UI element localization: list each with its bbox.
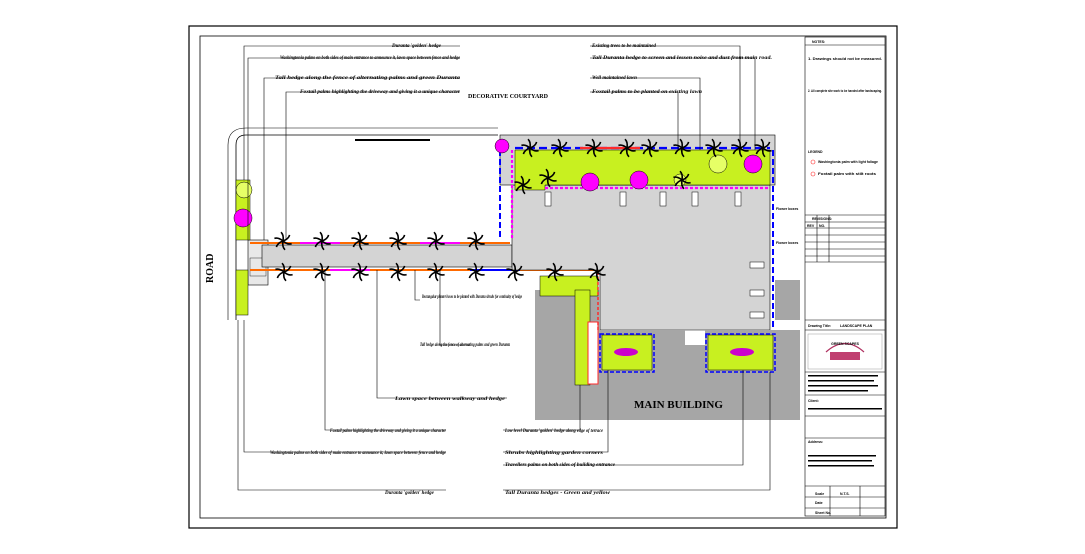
note-flower-boxes-1: Flower boxes xyxy=(776,207,798,211)
palm-icon xyxy=(506,262,524,282)
title-block-detail-lines xyxy=(808,375,882,467)
note-tall-hedge-mid: Tall hedge along the fence of alternatin… xyxy=(420,343,510,348)
note-planter-boxes: Rectangular planter boxes to be planted … xyxy=(422,295,522,300)
note-tall-duranta-bottom: Tall Duranta hedges - Green and yellow xyxy=(505,491,611,496)
note-duranta-golden-bottom: Duranta 'golden' hedge xyxy=(384,491,435,496)
entrance-bed-left-hedge xyxy=(599,333,655,373)
drawing-title-value: LANDSCAPE PLAN xyxy=(840,324,873,328)
palm-icon xyxy=(641,138,659,158)
main-building xyxy=(535,290,800,420)
parking-bays xyxy=(544,191,765,319)
palm-icon xyxy=(514,175,532,195)
palm-icon xyxy=(351,231,369,251)
palm-icon xyxy=(539,168,557,188)
scale-label: Scale xyxy=(815,492,824,496)
notes-header: NOTES: xyxy=(812,40,825,44)
palm-icon xyxy=(274,231,292,251)
note-shrubs-corners: Shrubs highlighting garden corners xyxy=(505,451,603,456)
note-washingtonia-bottom: Washingtonia palms on both sides of main… xyxy=(270,451,447,456)
rev-col-1: REV xyxy=(807,224,815,228)
legend-header: LEGEND xyxy=(808,150,823,154)
address-label: Address: xyxy=(808,440,823,444)
scale-value: N.T.S. xyxy=(840,492,850,496)
legend-2: Foxtail palm with stilt roots xyxy=(818,172,876,176)
palm-icon xyxy=(427,231,445,251)
upper-lawn xyxy=(514,149,771,191)
note-travellers-palms: Travellers palms on both sides of buildi… xyxy=(505,463,616,468)
note-lawn: Well maintained lawn xyxy=(592,76,637,81)
palm-icon xyxy=(313,231,331,251)
road-label: ROAD xyxy=(205,254,216,283)
palm-icon xyxy=(313,262,331,282)
palm-icon xyxy=(389,262,407,282)
palm-icon xyxy=(673,138,691,158)
note-flower-boxes-2: Flower boxes xyxy=(776,241,798,245)
road-boundary-outer xyxy=(227,127,498,320)
legend-washingtonia-symbol xyxy=(810,159,816,165)
left-lawn-lower xyxy=(235,269,249,316)
palm-trees xyxy=(274,138,772,282)
palm-icon xyxy=(551,138,569,158)
palm-icon xyxy=(467,231,485,251)
flowering-trees xyxy=(233,138,763,228)
palm-icon xyxy=(351,262,369,282)
note-duranta-golden-top: Duranta 'golden' hedge xyxy=(391,44,442,49)
planter-box-3 xyxy=(587,321,599,385)
flower-bed-left xyxy=(614,348,638,356)
section-label: DECORATIVE COURTYARD xyxy=(468,94,549,100)
note-foxtail-bottom: Foxtail palms highlighting the driveway … xyxy=(330,429,446,434)
note-existing-trees: Existing trees to be maintained xyxy=(591,44,656,49)
legend-1: Washingtonia palm with light foliage xyxy=(818,160,878,164)
palm-icon xyxy=(389,231,407,251)
palm-icon xyxy=(467,262,485,282)
entrance-bed-right-hedge xyxy=(705,333,776,373)
palm-icon xyxy=(618,138,636,158)
leader-lines xyxy=(237,45,771,491)
palm-icon xyxy=(705,138,723,158)
rev-col-2: NO. xyxy=(819,224,825,228)
road-boundary xyxy=(235,134,498,320)
legend-foxtail-symbol xyxy=(810,171,816,177)
note-tall-hedge-top: Tall hedge along the fence of alternatin… xyxy=(275,76,461,81)
palm-icon xyxy=(588,262,606,282)
palm-icon xyxy=(275,262,293,282)
title-block xyxy=(804,36,886,517)
sheet-inner-border xyxy=(199,35,887,519)
note-lawn-walkway: Lawn space between walkway and hedge xyxy=(394,397,506,402)
palm-icon xyxy=(546,262,564,282)
date-label: Date xyxy=(815,501,823,505)
flower-bed-right xyxy=(730,348,754,356)
company-logo: GREEN SCAPES xyxy=(807,333,883,370)
note-foxtail-lawn: Foxtail palms to be planted on existing … xyxy=(592,90,702,95)
note-low-duranta: Low level Duranta 'golden' hedge along e… xyxy=(504,429,604,434)
note-foxtail-top: Foxtail palms highlighting the driveway … xyxy=(300,90,460,95)
building-annex xyxy=(775,280,800,320)
palm-icon xyxy=(521,138,539,158)
main-building-label: MAIN BUILDING xyxy=(634,399,723,411)
palm-icon xyxy=(427,262,445,282)
palm-icon xyxy=(673,170,691,190)
revisions-header: REVISIONS: xyxy=(812,217,832,221)
palm-icon xyxy=(585,138,603,158)
client-label: Client: xyxy=(808,399,819,403)
note-1: 1. Drawings should not be measured. xyxy=(808,57,882,61)
drawing-title-label: Drawing Title: xyxy=(808,324,831,328)
note-washingtonia-top: Washingtonia palms on both sides of main… xyxy=(280,56,461,61)
note-2: 2. All complete site work to be handed a… xyxy=(808,89,882,93)
sheet-label: Sheet No. xyxy=(815,511,831,515)
logo-text: GREEN SCAPES xyxy=(831,342,859,346)
note-tall-duranta: Tall Duranta hedge to screen and lessen … xyxy=(592,56,772,61)
